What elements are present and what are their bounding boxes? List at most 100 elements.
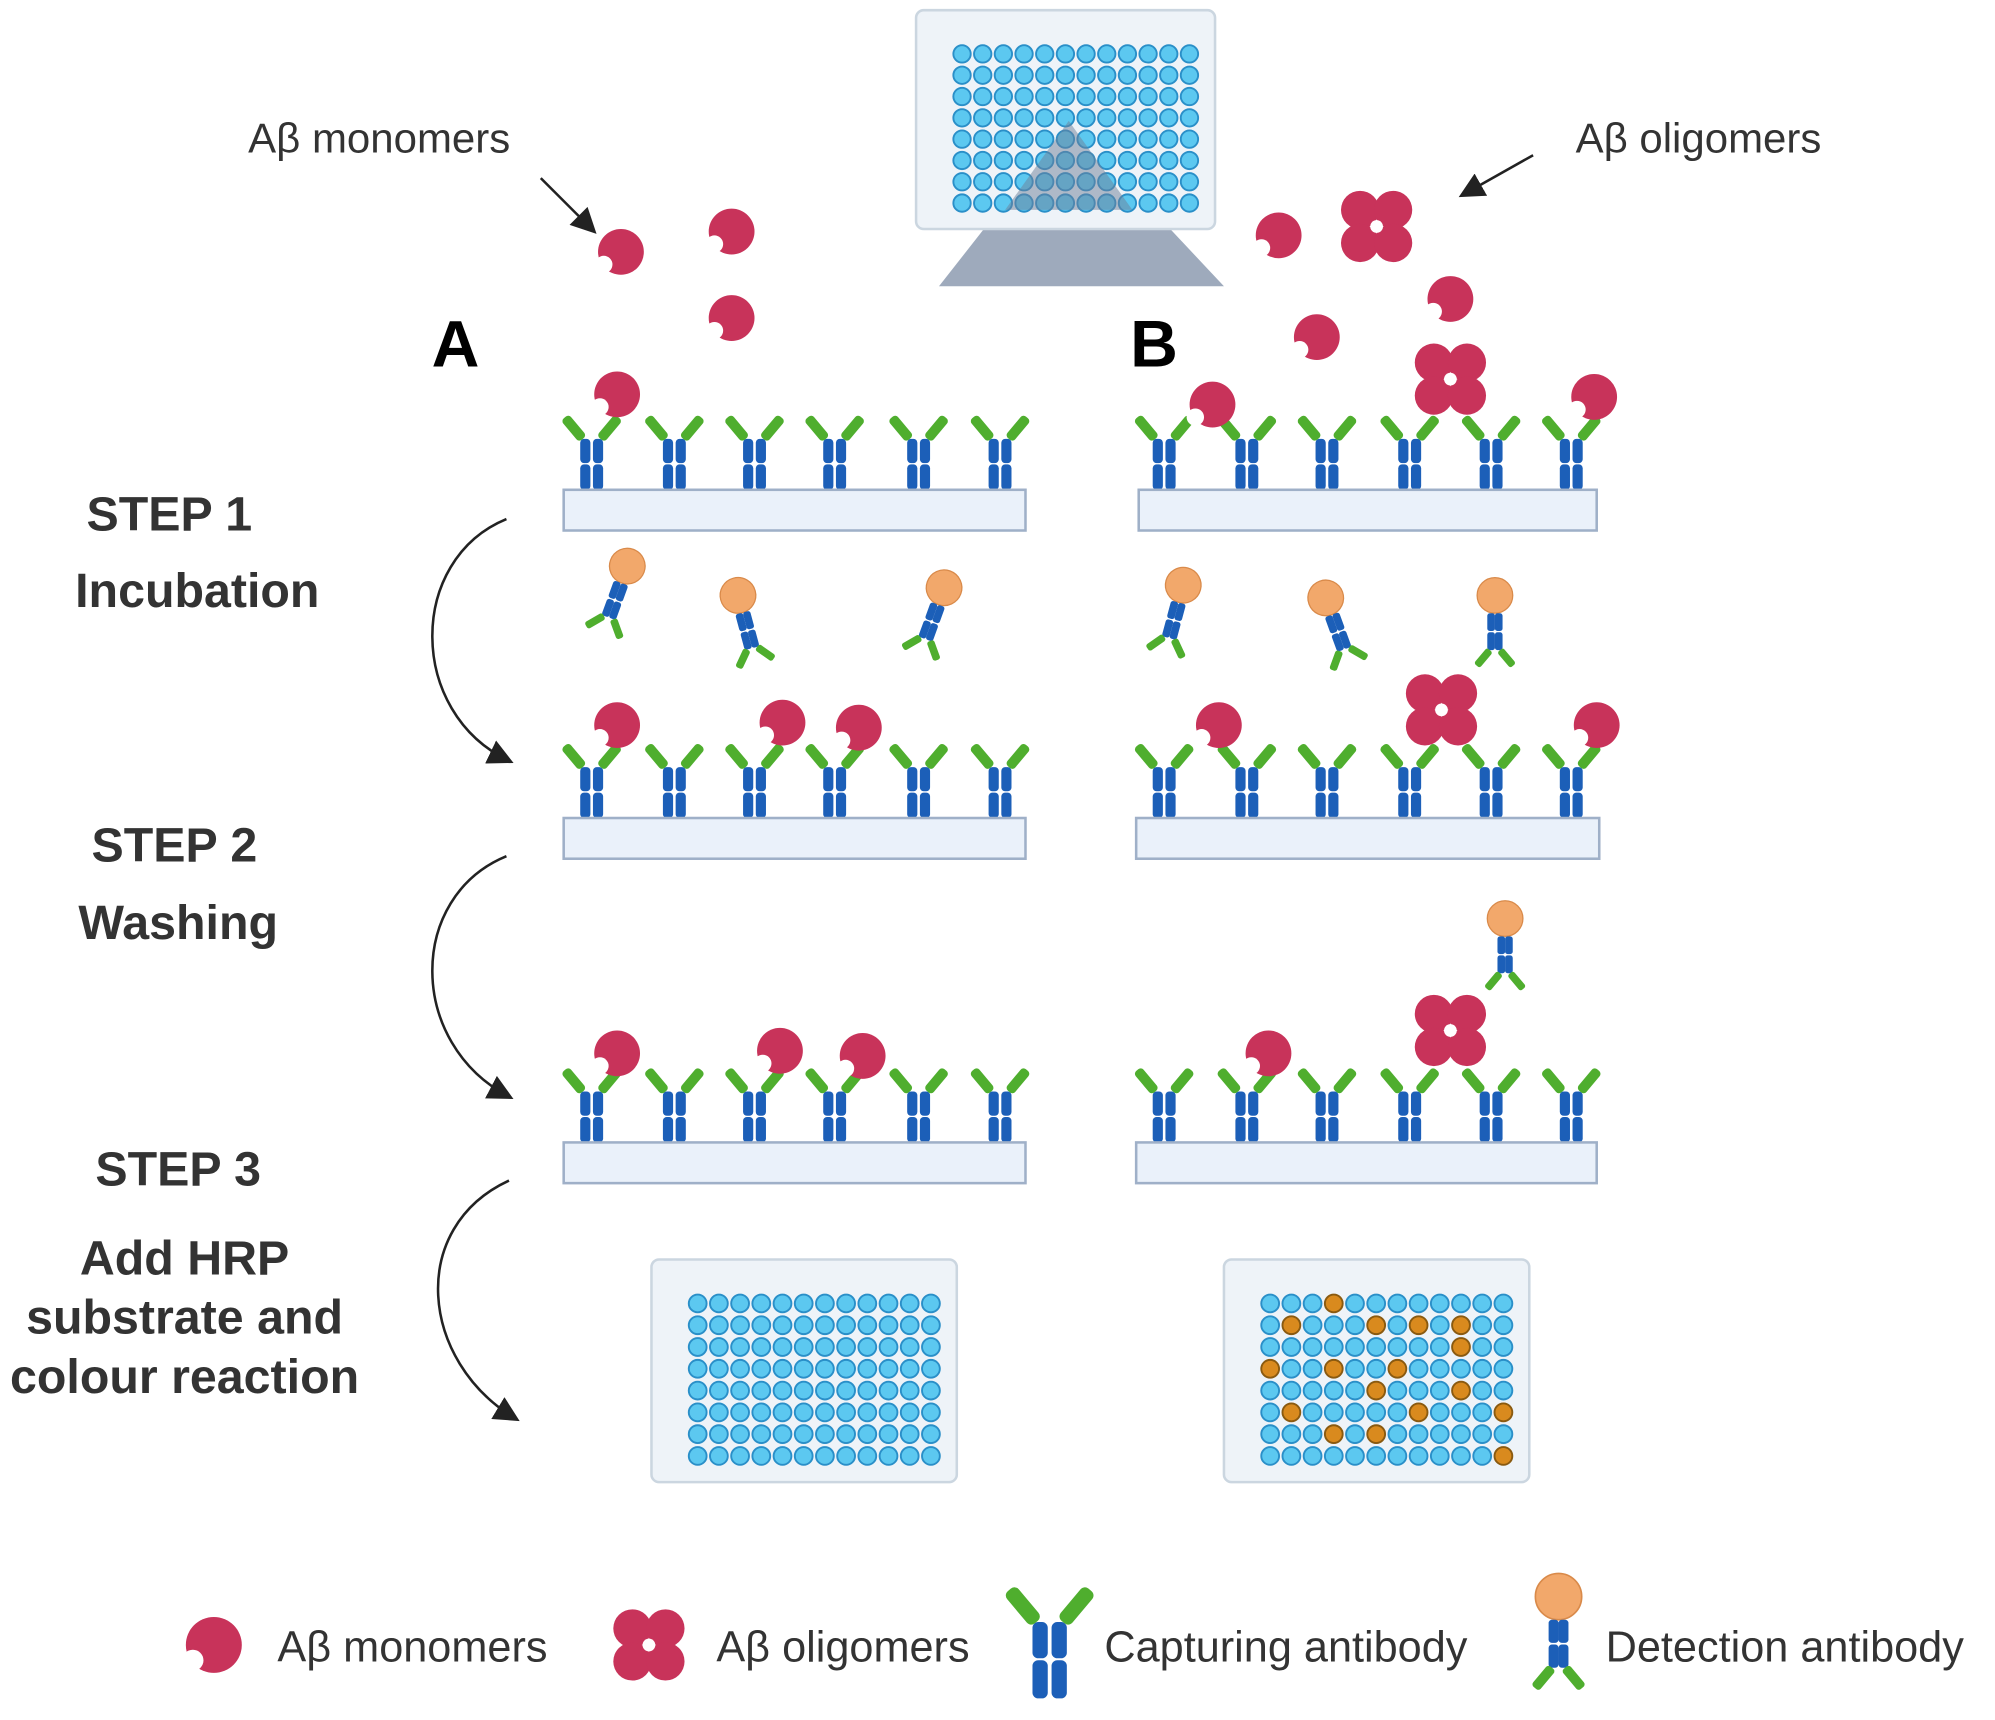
well-positive — [1408, 1315, 1429, 1336]
panel-label-a: A — [432, 307, 480, 381]
capturing-antibody — [1461, 415, 1521, 490]
well — [836, 1315, 856, 1336]
well — [1281, 1293, 1302, 1314]
well — [1451, 1424, 1471, 1445]
well — [1035, 65, 1055, 85]
well-positive — [1323, 1424, 1344, 1445]
step-3-desc-line3: colour reaction — [10, 1350, 359, 1404]
well — [1014, 108, 1034, 128]
well — [1302, 1315, 1323, 1336]
detection-antibody-icon — [1485, 900, 1526, 991]
monomer-icon — [832, 704, 882, 751]
well — [993, 86, 1014, 107]
monomer-icon — [756, 699, 806, 746]
well — [1302, 1446, 1323, 1466]
well — [1179, 44, 1200, 64]
monomer-icon — [591, 702, 641, 749]
well — [1097, 44, 1117, 64]
well — [857, 1315, 878, 1336]
well — [1097, 108, 1117, 128]
well — [1179, 129, 1200, 149]
oligomer-icon — [1414, 994, 1487, 1067]
well — [1179, 193, 1200, 213]
monomer-icon — [1186, 381, 1236, 428]
well — [1451, 1358, 1471, 1379]
well — [857, 1380, 878, 1401]
well — [1323, 1337, 1344, 1357]
well — [1138, 65, 1158, 85]
well — [1387, 1424, 1408, 1445]
well — [1117, 86, 1138, 107]
legend-label-capturing-antibody: Capturing antibody — [1104, 1623, 1467, 1671]
well — [1323, 1315, 1344, 1336]
capturing-antibody — [1134, 743, 1194, 819]
well-positive — [1493, 1402, 1514, 1423]
well — [1260, 1446, 1281, 1466]
well — [1387, 1315, 1408, 1336]
monomer-icon — [1252, 212, 1302, 259]
capturing-antibody — [1461, 743, 1521, 819]
well — [1345, 1315, 1365, 1336]
well — [815, 1380, 835, 1401]
well — [1097, 86, 1117, 107]
well — [1117, 129, 1138, 149]
well — [751, 1402, 772, 1423]
well-positive — [1323, 1358, 1344, 1379]
well — [836, 1293, 856, 1314]
well — [1014, 86, 1034, 107]
well — [878, 1337, 899, 1357]
well — [1429, 1315, 1450, 1336]
well — [793, 1446, 814, 1466]
well — [1097, 129, 1117, 149]
well-positive — [1366, 1380, 1387, 1401]
well — [1472, 1315, 1493, 1336]
well — [973, 193, 993, 213]
well — [1345, 1358, 1365, 1379]
well-surface — [1137, 488, 1598, 532]
capturing-antibody — [1217, 415, 1277, 490]
legend-label-detection-antibody: Detection antibody — [1606, 1623, 1965, 1671]
well — [1179, 86, 1200, 107]
well — [709, 1446, 729, 1466]
well — [899, 1315, 920, 1336]
well — [1055, 65, 1076, 85]
well — [1281, 1337, 1302, 1357]
well — [1472, 1402, 1493, 1423]
well — [1055, 108, 1076, 128]
well — [751, 1293, 772, 1314]
monomer-icon — [1290, 314, 1340, 361]
well — [899, 1402, 920, 1423]
legend-oligomer-icon — [613, 1609, 685, 1681]
oligomer-icon — [1414, 343, 1487, 415]
step-arrow-1 — [431, 517, 514, 764]
detection-antibody-icon — [1474, 576, 1515, 668]
well — [952, 193, 972, 213]
capturing-antibody — [1380, 415, 1439, 490]
well-positive — [1451, 1337, 1471, 1357]
well — [1097, 65, 1117, 85]
well — [1014, 150, 1034, 171]
well — [1179, 172, 1200, 192]
capturing-antibody — [645, 1068, 704, 1143]
well — [1138, 129, 1158, 149]
arrow-to-monomers — [539, 177, 597, 234]
well — [1260, 1315, 1281, 1336]
well — [857, 1293, 878, 1314]
well — [1159, 150, 1179, 171]
well-positive — [1408, 1402, 1429, 1423]
well — [1260, 1293, 1281, 1314]
well — [899, 1293, 920, 1314]
well — [730, 1424, 750, 1445]
surface-b-step1 — [1134, 415, 1601, 532]
well — [973, 44, 993, 64]
step-1-title: STEP 1 — [86, 488, 252, 542]
well — [1408, 1337, 1429, 1357]
well-positive — [1281, 1402, 1302, 1423]
well — [793, 1380, 814, 1401]
well — [1429, 1424, 1450, 1445]
well-positive — [1366, 1315, 1387, 1336]
well — [815, 1402, 835, 1423]
well — [921, 1424, 941, 1445]
well — [751, 1380, 772, 1401]
